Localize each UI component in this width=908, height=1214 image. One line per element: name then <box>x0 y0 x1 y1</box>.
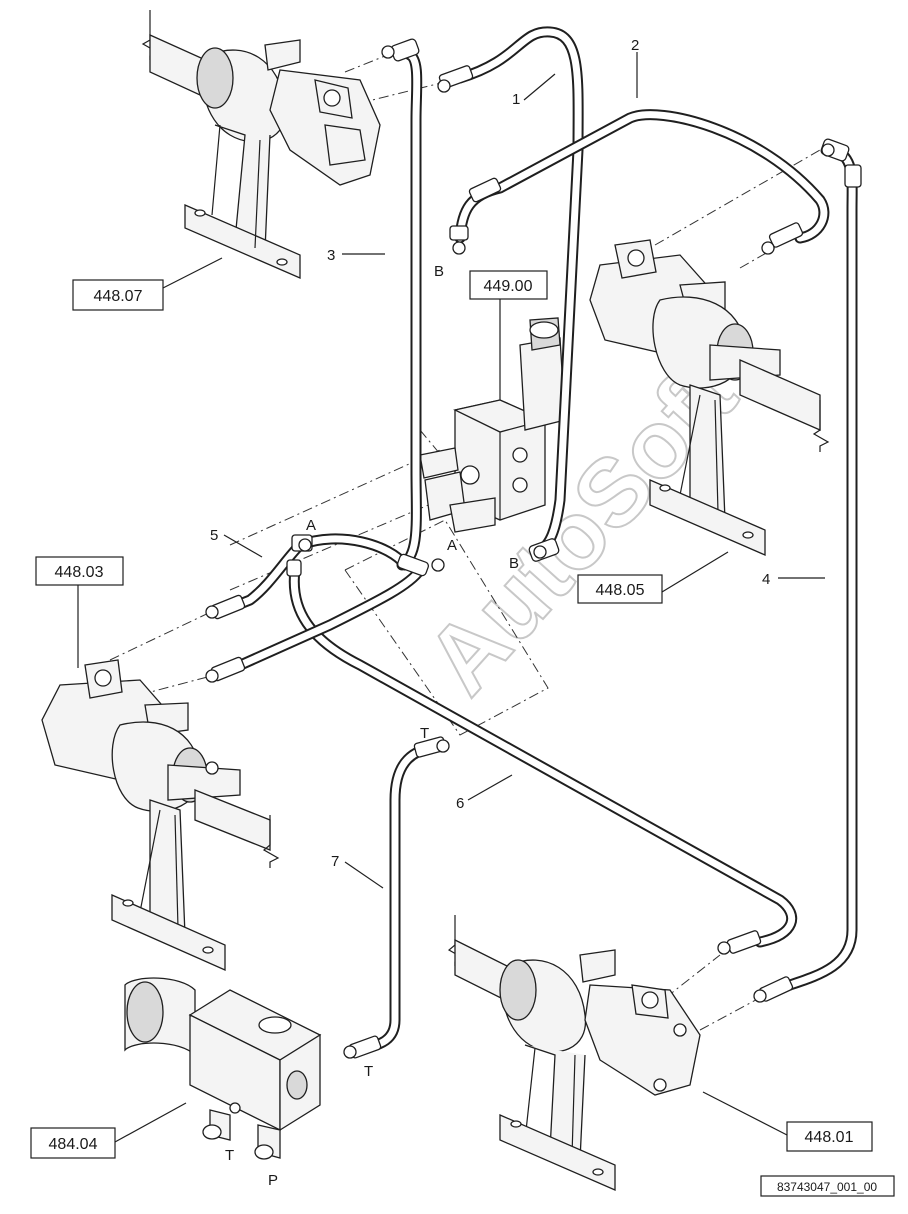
port-label-t-bottom: T <box>364 1063 373 1080</box>
ref-box-448-07 <box>72 279 164 311</box>
item-number-5: 5 <box>210 527 218 544</box>
port-label-a-valve: A <box>447 537 457 554</box>
motor-448-05 <box>589 239 830 556</box>
ref-label-449-00: 449.00 <box>484 278 533 295</box>
port-label-b-top: B <box>434 263 444 280</box>
item-number-2: 2 <box>631 37 639 54</box>
motor-448-07 <box>141 10 381 279</box>
item-number-7: 7 <box>331 853 339 870</box>
ref-box-448-05 <box>577 574 663 604</box>
item-numbers: 1 2 3 4 5 6 7 <box>210 37 770 870</box>
ref-box-448-03 <box>35 556 124 586</box>
drawing-code: 83743047_001_00 <box>777 1180 877 1194</box>
ref-box-484-04 <box>30 1127 116 1159</box>
port-label-p-block: P <box>268 1172 278 1189</box>
item-number-1: 1 <box>512 91 520 108</box>
motor-448-03 <box>41 659 280 971</box>
item-number-3: 3 <box>327 247 335 264</box>
ref-box-448-01 <box>786 1121 873 1152</box>
ref-label-448-01: 448.01 <box>805 1129 854 1146</box>
valve-block-484-04 <box>124 977 322 1160</box>
motor-448-01 <box>447 915 701 1191</box>
port-label-a-left: A <box>306 517 316 534</box>
valve-block-449-00 <box>419 317 566 533</box>
ref-label-484-04: 484.04 <box>49 1136 98 1153</box>
ref-label-448-07: 448.07 <box>94 288 143 305</box>
reference-boxes: 448.07 449.00 448.03 448.05 448.01 484.0… <box>30 270 873 1159</box>
item-number-6: 6 <box>456 795 464 812</box>
port-labels: B A A B T T T P <box>225 263 519 1189</box>
port-label-t-hose: T <box>420 725 429 742</box>
port-label-t-block: T <box>225 1147 234 1164</box>
hose-fittings <box>205 38 862 1059</box>
leader-lines <box>77 52 825 1143</box>
ref-label-448-05: 448.05 <box>596 582 645 599</box>
ref-box-449-00 <box>469 270 548 300</box>
drawing-code-box <box>760 1175 895 1197</box>
item-number-4: 4 <box>762 571 770 588</box>
port-label-b-valve: B <box>509 555 519 572</box>
ref-label-448-03: 448.03 <box>55 564 104 581</box>
